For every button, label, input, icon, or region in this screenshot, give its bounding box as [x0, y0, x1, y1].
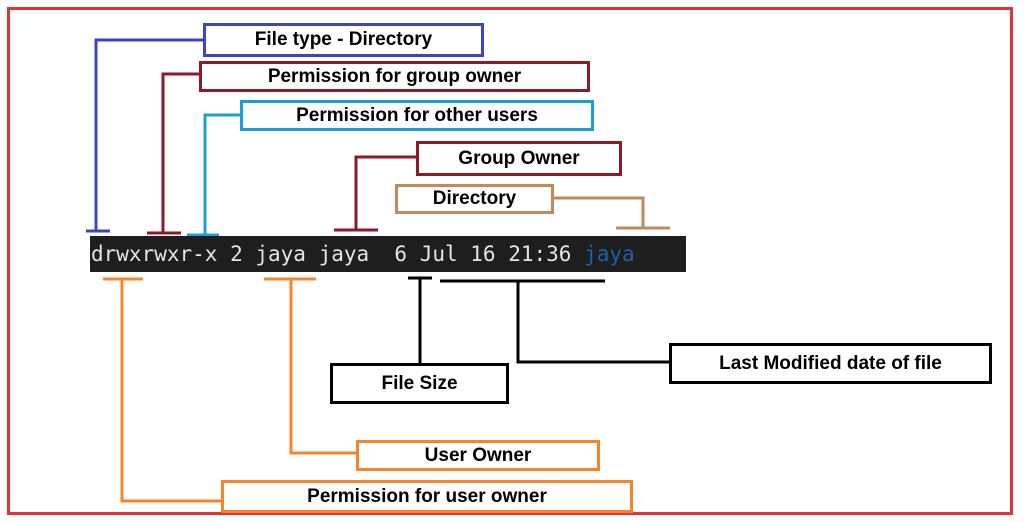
- connector-file-size: [408, 276, 432, 363]
- label-file-size: File Size: [330, 363, 509, 404]
- label-file-type: File type - Directory: [203, 23, 484, 57]
- connector-directory: [554, 196, 670, 230]
- diagram-frame: [7, 7, 1013, 515]
- connector-group-owner: [334, 155, 416, 232]
- connector-user-owner: [264, 277, 356, 455]
- label-other-permission: Permission for other users: [240, 100, 594, 131]
- label-last-modified: Last Modified date of file: [669, 343, 992, 384]
- connector-last-modified: [440, 279, 669, 364]
- label-user-owner: User Owner: [356, 440, 600, 471]
- connector-group-permission: [147, 72, 199, 235]
- connector-other-permission: [187, 113, 240, 237]
- label-user-permission: Permission for user owner: [221, 480, 633, 513]
- label-directory: Directory: [395, 184, 554, 214]
- terminal-directory-name: jaya: [584, 242, 635, 266]
- terminal-line: drwxrwxr-x 2 jaya jaya 6 Jul 16 21:36 ja…: [90, 236, 686, 272]
- label-group-owner: Group Owner: [416, 141, 622, 176]
- label-group-permission: Permission for group owner: [199, 61, 590, 92]
- connector-user-permission: [103, 277, 221, 503]
- connector-file-type: [86, 38, 203, 233]
- terminal-listing: drwxrwxr-x 2 jaya jaya 6 Jul 16 21:36: [91, 242, 585, 266]
